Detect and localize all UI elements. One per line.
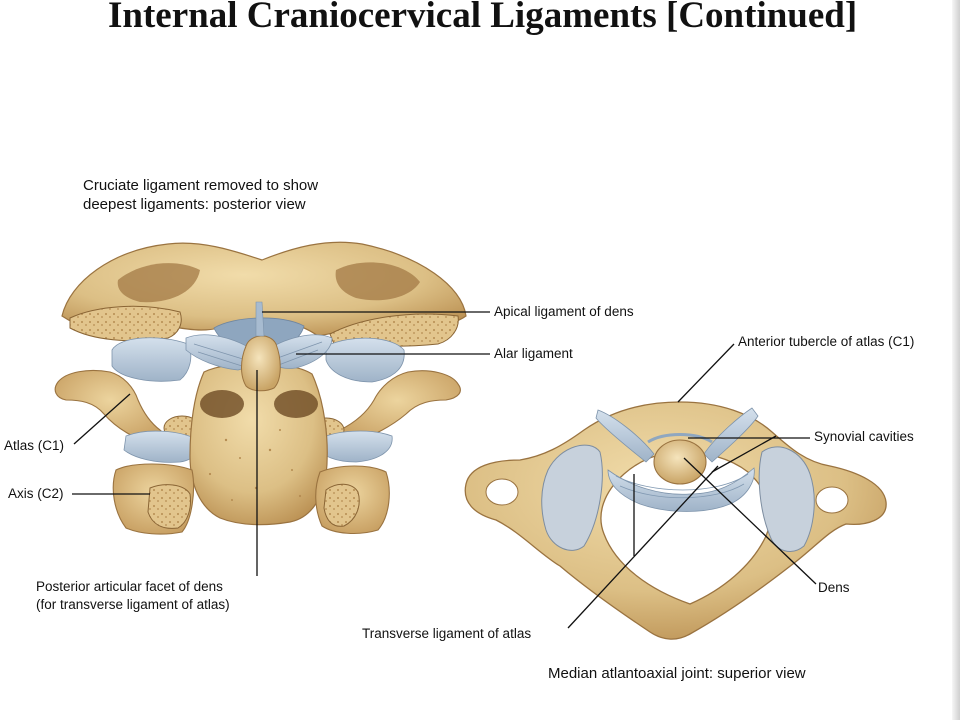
posterior-view-caption-line2: deepest ligaments: posterior view: [83, 196, 306, 213]
alar-fibers: [193, 341, 323, 367]
label-alar-ligament: Alar ligament: [494, 346, 573, 361]
superior-view-caption: Median atlantoaxial joint: superior view: [548, 665, 806, 682]
label-axis: Axis (C2): [8, 486, 64, 501]
leader-lines: [72, 311, 817, 629]
occipital-cut-left: [69, 305, 182, 342]
posterior-view-caption-line1: Cruciate ligament removed to show: [83, 177, 319, 194]
apical-ligament: [255, 301, 265, 337]
label-apical-ligament: Apical ligament of dens: [494, 304, 634, 319]
label-posterior-facet-line2: (for transverse ligament of atlas): [36, 597, 230, 612]
transverse-fiber-strokes: [615, 473, 749, 499]
superior-alar-fibers-left: [595, 409, 655, 463]
label-anterior-tubercle: Anterior tubercle of atlas (C1): [738, 334, 915, 349]
label-atlas: Atlas (C1): [4, 438, 65, 453]
dens-posterior: [241, 335, 281, 392]
atlanto-occipital-capsule-right: [325, 337, 405, 383]
condylar-fossa-right: [335, 262, 420, 301]
atlanto-occipital-capsule-left: [111, 337, 192, 382]
transverse-foramen-right: [815, 486, 849, 514]
slide-title: Internal Craniocervical Ligaments [Conti…: [108, 0, 858, 36]
label-posterior-facet-line1: Posterior articular facet of dens: [36, 579, 223, 594]
lateral-atlantoaxial-capsule-right: [317, 430, 393, 463]
posterior-view-figure: [54, 241, 467, 535]
superior-view-figure: [464, 401, 887, 640]
label-transverse-ligament: Transverse ligament of atlas: [362, 626, 532, 641]
leader-synovial-2: [711, 435, 777, 473]
superior-facet-right: [758, 446, 815, 552]
superior-alar-fibers-right: [703, 407, 759, 463]
vertebral-foramen-shadow-right: [274, 390, 318, 418]
slide-edge-shadow: [952, 0, 960, 720]
vertebral-foramen-shadow-left: [200, 390, 244, 418]
axis-cut-right: [323, 483, 360, 527]
condylar-fossa-left: [117, 263, 200, 303]
superior-facet-left: [541, 444, 603, 551]
lateral-atlantoaxial-capsule-left: [123, 430, 199, 463]
label-dens: Dens: [818, 580, 850, 595]
synovial-cavity-anterior: [647, 433, 713, 444]
label-synovial-cavities: Synovial cavities: [814, 429, 914, 444]
transverse-ligament: [607, 467, 755, 512]
leader-anterior-tubercle: [677, 343, 735, 403]
leader-transverse-1: [567, 465, 719, 629]
axis-texture: [208, 429, 302, 501]
dens-superior: [653, 439, 707, 485]
axis-cut-left: [147, 484, 191, 529]
leader-atlas: [73, 393, 131, 445]
transverse-foramen-left: [485, 478, 519, 506]
